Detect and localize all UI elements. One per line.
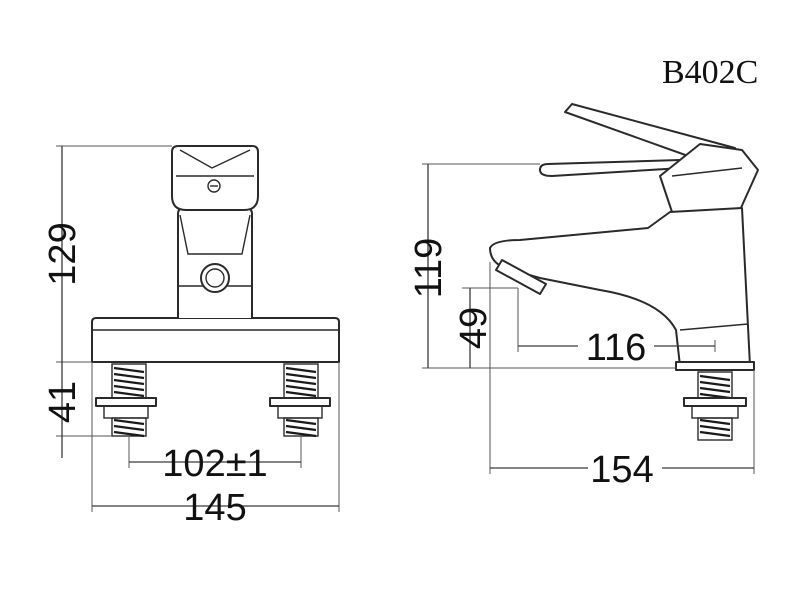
- front-view: 129 41 102±1 145: [42, 145, 340, 529]
- dim-49: 49: [453, 287, 518, 368]
- dim-116-label: 116: [586, 327, 647, 369]
- dim-154-label: 154: [590, 449, 653, 491]
- side-view: 119 49 116 154: [408, 103, 759, 491]
- side-body: [489, 207, 751, 367]
- front-right-shank: [269, 363, 331, 438]
- dim-41-label: 41: [42, 381, 84, 423]
- side-shank: [683, 371, 747, 441]
- side-base: [675, 361, 755, 371]
- dim-129-label: 129: [42, 222, 84, 285]
- side-aerator: [495, 259, 547, 295]
- front-base-plate: [91, 317, 340, 363]
- front-handle: [171, 145, 259, 211]
- dim-145-label: 145: [183, 487, 246, 529]
- dim-49-label: 49: [453, 307, 495, 349]
- dim-119: 119: [408, 163, 676, 369]
- front-aerator: [200, 263, 230, 293]
- model-label: B402C: [662, 54, 758, 91]
- dim-145: 145: [91, 362, 340, 529]
- dim-102-label: 102±1: [162, 443, 267, 485]
- dim-116: 116: [517, 288, 716, 369]
- dim-41: 41: [42, 362, 112, 458]
- dim-102: 102±1: [128, 436, 302, 485]
- dim-154: 154: [489, 262, 755, 491]
- dim-119-label: 119: [408, 238, 450, 299]
- front-left-shank: [95, 363, 157, 438]
- side-handle-cap: [659, 143, 759, 213]
